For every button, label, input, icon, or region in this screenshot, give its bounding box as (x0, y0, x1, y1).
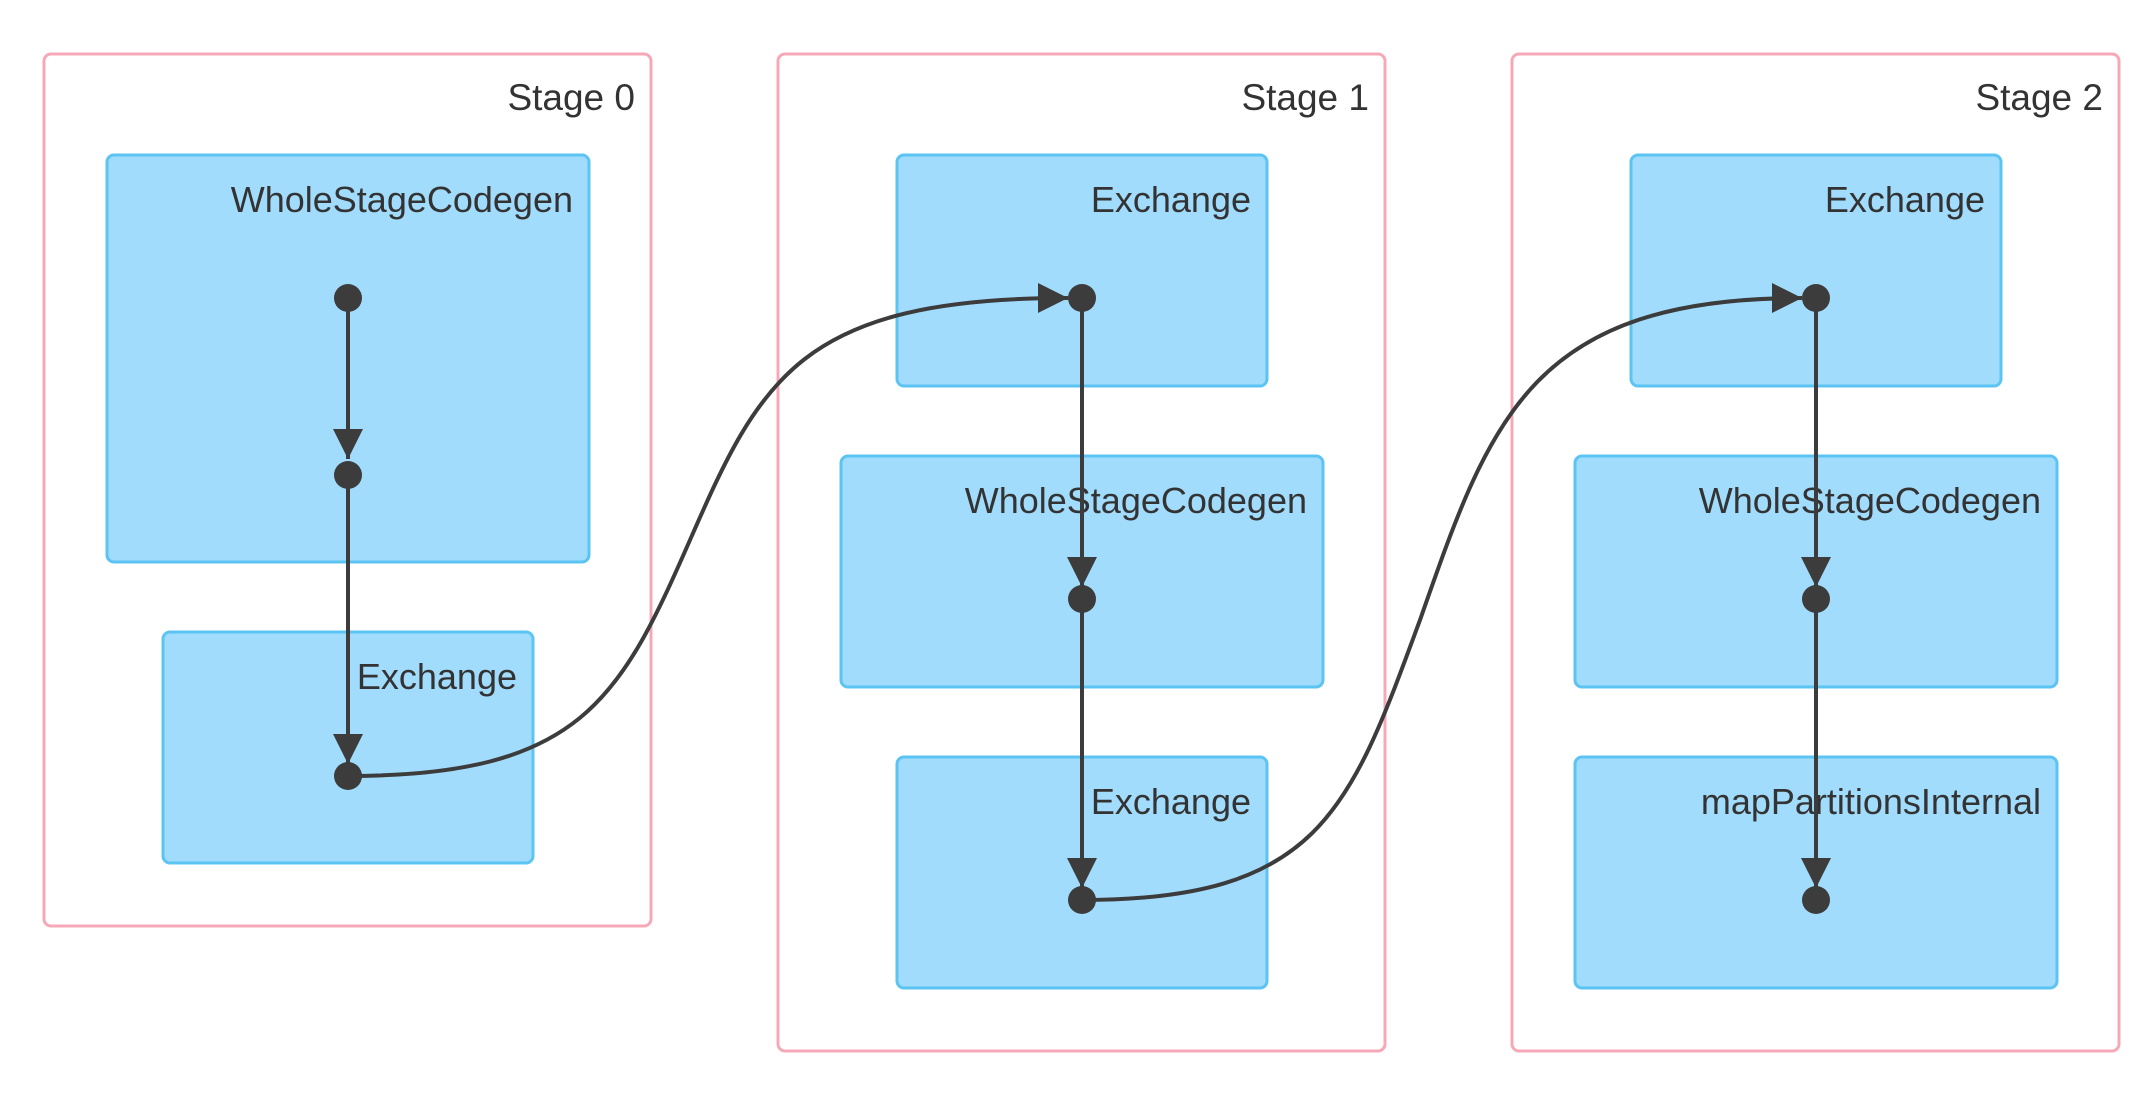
node-s0-codegen-2[interactable] (334, 461, 362, 489)
stage-0-label: Stage 0 (507, 77, 635, 118)
cluster-label: Exchange (1091, 781, 1251, 822)
node-s1-exchange-bottom[interactable] (1068, 886, 1096, 914)
edge-stage0-to-stage1 (347, 283, 1069, 778)
node-s0-exchange[interactable] (334, 762, 362, 790)
stage-2-label: Stage 2 (1975, 77, 2103, 118)
nodes (334, 284, 1830, 914)
cluster-label: WholeStageCodegen (965, 480, 1307, 521)
stage-1-label: Stage 1 (1241, 77, 1369, 118)
node-s2-codegen[interactable] (1802, 585, 1830, 613)
cluster-label: Exchange (1091, 179, 1251, 220)
cluster-label: mapPartitionsInternal (1701, 781, 2041, 822)
stage-1-cluster-exchange-top[interactable]: Exchange (895, 153, 1269, 388)
cluster-label: WholeStageCodegen (231, 179, 573, 220)
stage-2-cluster-exchange[interactable]: Exchange (1629, 153, 2003, 388)
node-s2-map-partitions[interactable] (1802, 886, 1830, 914)
node-s1-exchange-top[interactable] (1068, 284, 1096, 312)
node-s2-exchange[interactable] (1802, 284, 1830, 312)
node-s1-codegen[interactable] (1068, 585, 1096, 613)
node-s0-codegen-1[interactable] (334, 284, 362, 312)
edge-stage1-to-stage2 (1081, 283, 1803, 902)
cluster-label: Exchange (1825, 179, 1985, 220)
cluster-label: Exchange (357, 656, 517, 697)
cluster-label: WholeStageCodegen (1699, 480, 2041, 521)
edges (333, 283, 1831, 902)
